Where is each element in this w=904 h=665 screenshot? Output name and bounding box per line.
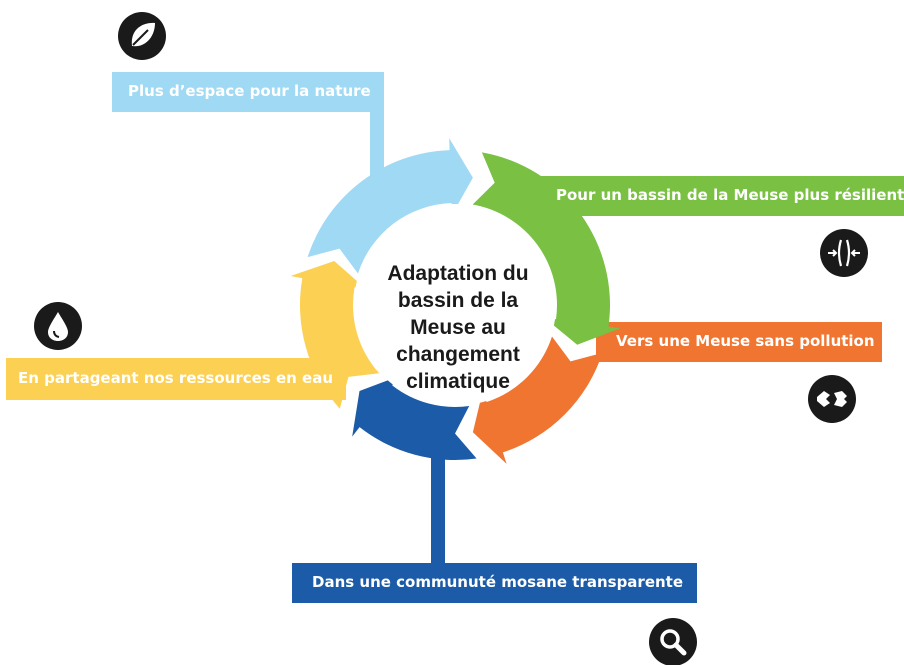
leaf-icon bbox=[118, 12, 166, 60]
ring-arc-community bbox=[352, 375, 477, 460]
center-title-line-5: climatique bbox=[406, 370, 510, 393]
banner-community bbox=[292, 563, 697, 603]
connector-nature bbox=[112, 72, 384, 202]
center-disc bbox=[354, 204, 556, 406]
ring-arc-resilient bbox=[472, 152, 621, 345]
center-title-line-1: Adaptation du bbox=[387, 262, 529, 285]
connector-resilient bbox=[528, 176, 904, 216]
center-title-line-4: changement bbox=[396, 343, 520, 366]
cycle-ring bbox=[290, 138, 621, 464]
ring-arc-water bbox=[290, 261, 380, 409]
label-water: En partageant nos ressources en eau bbox=[18, 369, 334, 387]
water-drop-icon bbox=[34, 302, 82, 350]
banner-nature bbox=[112, 72, 384, 112]
compress-arrows-icon bbox=[820, 229, 868, 277]
connector-water bbox=[6, 358, 346, 400]
label-pollution: Vers une Meuse sans pollution bbox=[616, 332, 875, 350]
label-community: Dans une communuté mosane transparente bbox=[312, 573, 684, 591]
label-resilient: Pour un bassin de la Meuse plus résilien… bbox=[556, 186, 904, 204]
ring-arc-nature bbox=[307, 138, 473, 274]
banner-resilient bbox=[528, 176, 904, 216]
ring-arc-pollution bbox=[472, 336, 603, 464]
center-title-line-2: bassin de la bbox=[397, 289, 519, 312]
magnifier-icon bbox=[649, 618, 697, 665]
label-nature: Plus d’espace pour la nature bbox=[128, 82, 371, 100]
broken-fish-icon bbox=[808, 375, 856, 423]
banner-pollution bbox=[596, 322, 882, 362]
connector-community bbox=[292, 440, 697, 603]
connector-pollution bbox=[596, 322, 882, 362]
center-title: Adaptation du bassin de la Meuse au chan… bbox=[372, 260, 544, 395]
center-title-line-3: Meuse au bbox=[410, 316, 506, 339]
banner-water bbox=[6, 358, 346, 400]
